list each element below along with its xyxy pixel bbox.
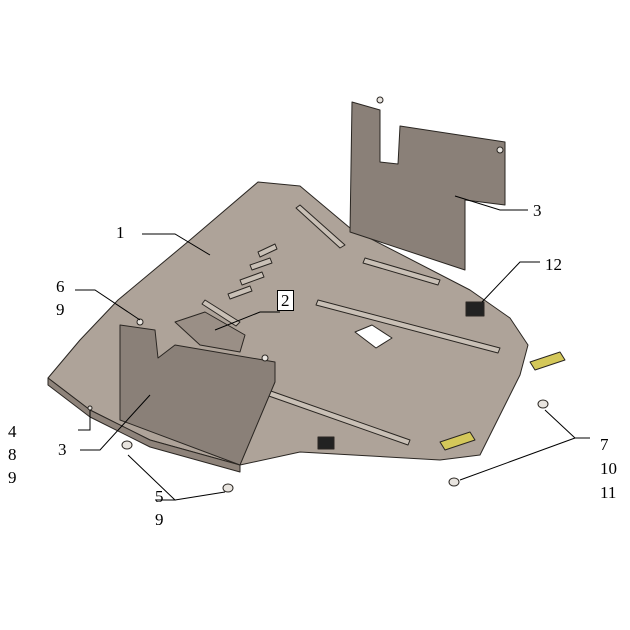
callout-12: 12 [545,255,562,274]
callout-3-left: 3 [58,440,67,459]
callout-1: 1 [116,223,125,242]
callout-6: 6 [56,277,65,296]
bolts [87,96,549,493]
mount-front [317,436,335,450]
callout-4: 4 [8,422,17,441]
callout-11: 11 [600,483,617,502]
callout-9-b: 9 [8,468,17,487]
callout-2: 2 [277,290,294,311]
callout-10: 10 [600,459,617,478]
callout-3-right: 3 [533,201,542,220]
leader-lines [75,195,590,501]
bracket-right-upper [529,351,566,371]
bracket-right-lower [439,431,476,451]
right-shield [349,101,506,271]
mount-12 [465,301,485,317]
center-hole [354,324,393,349]
left-shield [119,324,276,466]
callout-8: 8 [8,445,17,464]
callout-5: 5 [155,487,164,506]
callout-7: 7 [600,435,609,454]
part-2-plate [174,311,246,353]
main-plate-edge [47,377,241,473]
callout-9-c: 9 [155,510,164,529]
callout-9-a: 9 [56,300,65,319]
